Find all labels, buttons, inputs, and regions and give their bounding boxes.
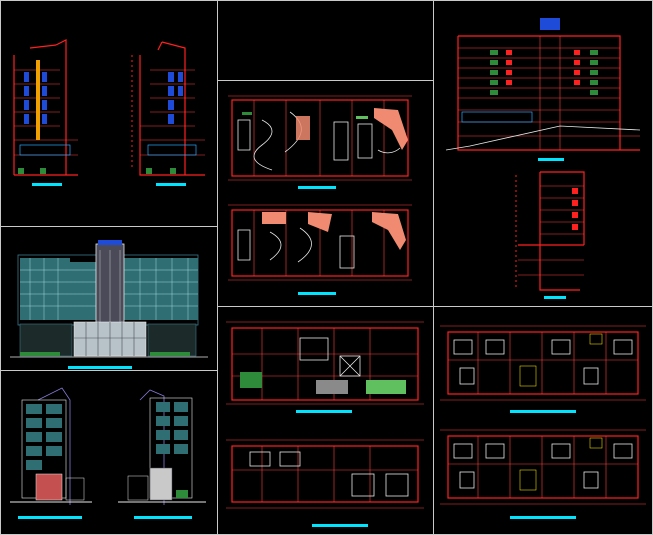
floor-plan-upper [228,95,412,189]
typical-plan-lower [440,429,646,519]
section-b-title-bar [156,183,186,186]
ground-plan-upper-title-bar [296,410,352,413]
section-a-title-bar [32,183,62,186]
panel-frame-typical-plans [433,306,653,535]
upper-plan-title-bar [298,186,336,189]
ground-plan-lower [226,439,424,527]
main-section-title-bar [538,158,564,161]
side-elevation-a [10,387,92,519]
main-building-section [445,18,641,161]
side-elevation-b [118,389,206,519]
panel-frame-top-empty [217,0,434,81]
typical-plan-upper-title-bar [510,410,576,413]
front-elevation-title-bar [68,366,132,369]
typical-plan-lower-title-bar [510,516,576,519]
secondary-section-title-bar [544,296,566,299]
typical-plan-upper [440,325,646,413]
side-elevation-a-title-bar [18,516,82,519]
side-section-a [13,39,78,186]
floor-plan-lower [228,204,412,295]
lower-plan-title-bar [298,292,336,295]
ground-plan-upper [226,321,424,413]
side-elevation-b-title-bar [134,516,192,519]
front-elevation [10,240,208,369]
ground-plan-lower-title-bar [312,524,368,527]
secondary-building-section [515,171,585,299]
panel-frame-ground-plans [217,306,434,535]
side-section-b [131,41,205,186]
